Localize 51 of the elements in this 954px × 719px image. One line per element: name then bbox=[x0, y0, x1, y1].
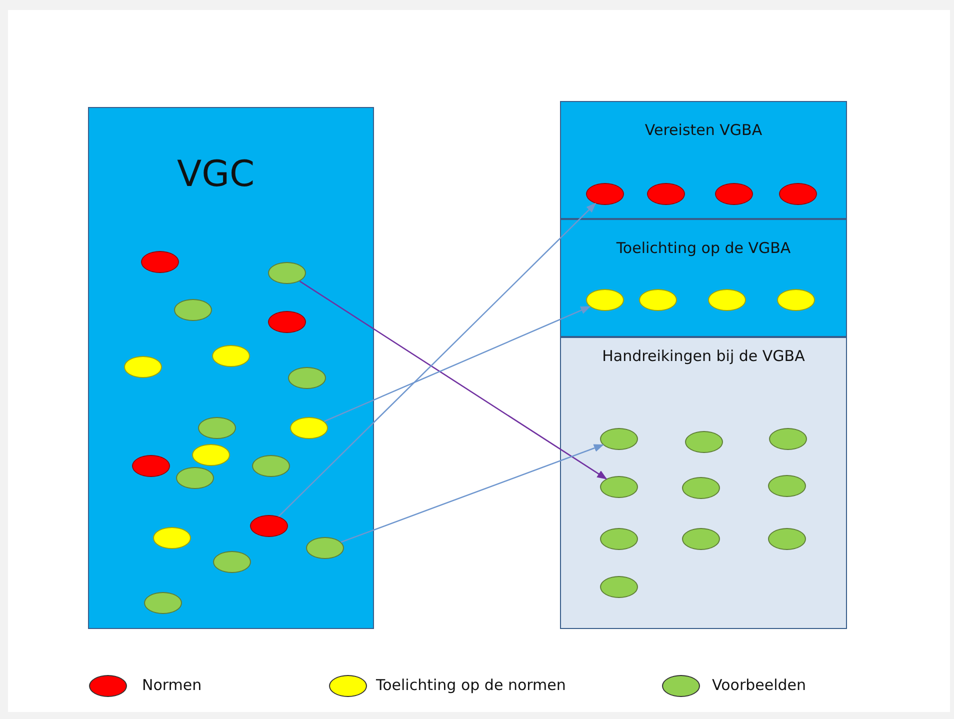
ellipse-marker bbox=[768, 475, 806, 497]
arrow bbox=[278, 202, 596, 517]
ellipse-marker bbox=[685, 431, 723, 453]
ellipse-marker bbox=[586, 183, 624, 205]
ellipse-marker bbox=[600, 576, 638, 598]
legend-label: Voorbeelden bbox=[712, 676, 806, 694]
ellipse-marker bbox=[715, 183, 753, 205]
ellipse-marker bbox=[600, 528, 638, 550]
ellipse-marker bbox=[600, 428, 638, 450]
ellipse-marker bbox=[141, 251, 179, 273]
ellipse-marker bbox=[306, 537, 344, 559]
panel-heading: Toelichting op de VGBA bbox=[615, 238, 792, 259]
ellipse-marker bbox=[600, 476, 638, 498]
ellipse-marker bbox=[213, 551, 251, 573]
ellipse-marker bbox=[779, 183, 817, 205]
panel bbox=[560, 219, 847, 337]
ellipse-marker bbox=[124, 356, 162, 378]
panel-heading: Handreikingen bij de VGBA bbox=[601, 346, 806, 367]
ellipse-marker bbox=[144, 592, 182, 614]
ellipse-marker bbox=[132, 455, 170, 477]
panel-heading: VGC bbox=[177, 154, 255, 195]
legend-label: Toelichting op de normen bbox=[376, 676, 566, 694]
panel-heading: Vereisten VGBA bbox=[644, 120, 764, 141]
ellipse-marker bbox=[288, 367, 326, 389]
panel bbox=[560, 101, 847, 219]
ellipse-marker bbox=[174, 299, 212, 321]
ellipse-marker bbox=[768, 528, 806, 550]
ellipse-marker bbox=[777, 289, 815, 311]
panel bbox=[88, 107, 374, 629]
panel bbox=[560, 337, 847, 629]
ellipse-marker bbox=[639, 289, 677, 311]
ellipse-marker bbox=[682, 477, 720, 499]
ellipse-marker bbox=[153, 527, 191, 549]
ellipse-marker bbox=[268, 262, 306, 284]
ellipse-marker bbox=[212, 345, 250, 367]
ellipse-marker bbox=[682, 528, 720, 550]
arrow bbox=[299, 280, 608, 480]
ellipse-marker bbox=[708, 289, 746, 311]
ellipse-marker bbox=[252, 455, 290, 477]
ellipse-marker bbox=[250, 515, 288, 537]
ellipse-marker bbox=[268, 311, 306, 333]
ellipse-marker bbox=[769, 428, 807, 450]
ellipse-marker bbox=[647, 183, 685, 205]
arrow bbox=[340, 444, 604, 543]
legend-label: Normen bbox=[142, 676, 202, 694]
ellipse-marker bbox=[176, 467, 214, 489]
ellipse-marker bbox=[290, 417, 328, 439]
ellipse-marker bbox=[192, 444, 230, 466]
ellipse-marker bbox=[198, 417, 236, 439]
arrow bbox=[324, 306, 591, 422]
ellipse-marker bbox=[586, 289, 624, 311]
